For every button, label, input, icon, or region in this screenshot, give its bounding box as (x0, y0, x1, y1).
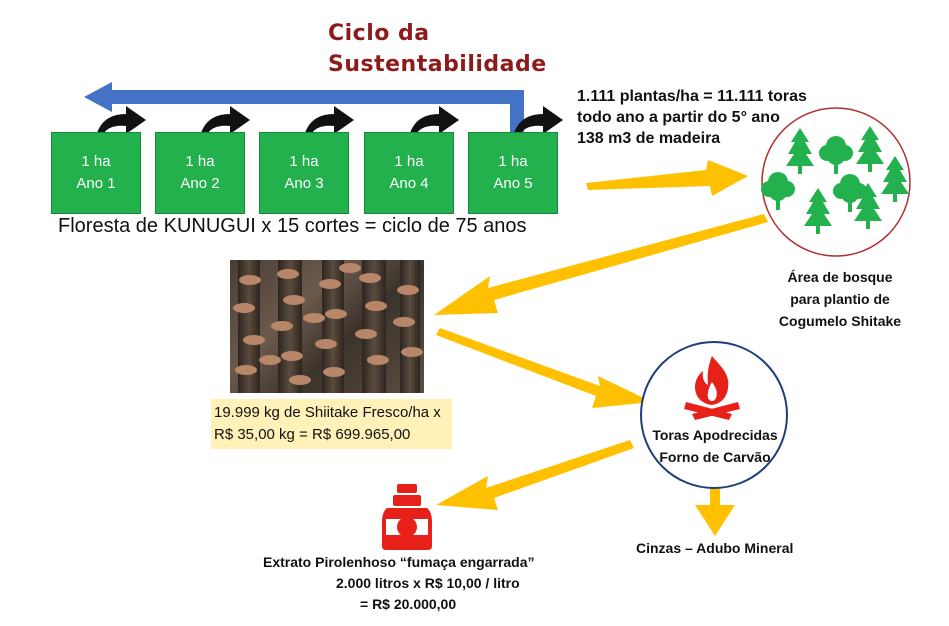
mushroom-cap (323, 367, 345, 377)
shiitake-revenue-line-2: R$ 35,00 kg = R$ 699.965,00 (214, 426, 411, 443)
bottle-icon (382, 484, 432, 550)
mushroom-cap (319, 279, 341, 289)
title-line-1: Ciclo da (328, 21, 430, 46)
bosque-label-line-3: Cogumelo Shitake (778, 313, 902, 329)
hectare-box-5: 1 ha Ano 5 (468, 132, 558, 214)
hectare-box-year: Ano 5 (493, 175, 533, 192)
ashes-label: Cinzas – Adubo Mineral (636, 540, 794, 556)
hectare-box-2: 1 ha Ano 2 (155, 132, 245, 214)
production-info-line-1: 1.111 plantas/ha = 11.111 toras (577, 88, 807, 105)
mushroom-cap (233, 303, 255, 313)
hectare-box-area: 1 ha (185, 153, 215, 170)
mushroom-cap (401, 347, 423, 357)
bosque-label-line-2: para plantio de (790, 291, 890, 307)
hectare-box-3: 1 ha Ano 3 (259, 132, 349, 214)
hectare-box-4: 1 ha Ano 4 (364, 132, 454, 214)
extract-line-1: Extrato Pirolenhoso “fumaça engarrada” (263, 554, 535, 570)
tree-icon (761, 172, 795, 210)
cycle-return-arrow (84, 82, 524, 134)
flow-arrow-to-bosque (586, 160, 748, 196)
tree-icon (786, 128, 814, 174)
mushroom-cap (393, 317, 415, 327)
hectare-box-area: 1 ha (81, 153, 111, 170)
tree-icon (833, 174, 867, 212)
extract-line-2: 2.000 litros x R$ 10,00 / litro (336, 575, 520, 591)
flow-arrow-charcoal-to-extract (436, 440, 634, 510)
hectare-box-area: 1 ha (498, 153, 528, 170)
flow-arrow-bosque-to-shiitake (434, 214, 768, 315)
shiitake-photo-drawing (233, 260, 423, 393)
mushroom-cap (303, 313, 325, 323)
mushroom-cap (339, 263, 361, 273)
mushroom-cap (259, 355, 281, 365)
mushroom-cap (271, 321, 293, 331)
flow-arrow-charcoal-to-ashes (695, 470, 735, 536)
shiitake-logs-photo (230, 260, 424, 393)
curved-arrow-icon (304, 106, 354, 136)
mushroom-cap (315, 339, 337, 349)
mushroom-cap (289, 375, 311, 385)
curved-arrow-icon (96, 106, 146, 136)
mushroom-cap (365, 301, 387, 311)
shiitake-revenue-line-1: 19.999 kg de Shiitake Fresco/ha x (214, 404, 441, 421)
extract-label: Extrato Pirolenhoso “fumaça engarrada” 2… (263, 552, 535, 615)
production-info-line-3: 138 m3 de madeira (577, 130, 721, 147)
mushroom-cap (325, 309, 347, 319)
title-line-2: Sustentabilidade (328, 52, 547, 77)
hectare-box-1: 1 ha Ano 1 (51, 132, 141, 214)
mushroom-cap (243, 335, 265, 345)
page-title: Ciclo da Sustentabilidade (328, 18, 547, 80)
charcoal-label-line-2: Forno de Carvão (659, 449, 771, 465)
tree-icon (856, 126, 884, 172)
flow-arrow-shiitake-to-charcoal (436, 328, 652, 408)
hectare-box-area: 1 ha (394, 153, 424, 170)
forest-caption: Floresta de KUNUGUI x 15 cortes = ciclo … (58, 215, 527, 237)
production-info-line-2: todo ano a partir do 5° ano (577, 109, 780, 126)
bosque-label-line-1: Área de bosque (787, 269, 893, 285)
extract-line-3: = R$ 20.000,00 (360, 596, 457, 612)
hectare-box-year: Ano 4 (389, 175, 429, 192)
hectare-box-year: Ano 2 (180, 175, 220, 192)
mushroom-cap (359, 273, 381, 283)
tree-icon (881, 156, 909, 202)
curved-arrow-icon (409, 106, 459, 136)
bosque-label: Área de bosque para plantio de Cogumelo … (760, 266, 920, 332)
mushroom-cap (355, 329, 377, 339)
curved-arrow-icon (200, 106, 250, 136)
mushroom-cap (367, 355, 389, 365)
mushroom-cap (283, 295, 305, 305)
shiitake-revenue-box: 19.999 kg de Shiitake Fresco/ha x R$ 35,… (211, 399, 452, 449)
production-info: 1.111 plantas/ha = 11.111 toras todo ano… (577, 86, 807, 149)
curved-arrow-icon (513, 106, 563, 136)
tree-icon (819, 136, 853, 174)
hectare-box-area: 1 ha (289, 153, 319, 170)
charcoal-label-line-1: Toras Apodrecidas (652, 427, 778, 443)
mushroom-cap (277, 269, 299, 279)
hectare-box-year: Ano 1 (76, 175, 116, 192)
mushroom-cap (281, 351, 303, 361)
mushroom-cap (235, 365, 257, 375)
mushroom-cap (397, 285, 419, 295)
mushroom-cap (239, 275, 261, 285)
hectare-box-year: Ano 3 (284, 175, 324, 192)
charcoal-label: Toras Apodrecidas Forno de Carvão (640, 424, 790, 468)
tree-icon (804, 188, 832, 234)
